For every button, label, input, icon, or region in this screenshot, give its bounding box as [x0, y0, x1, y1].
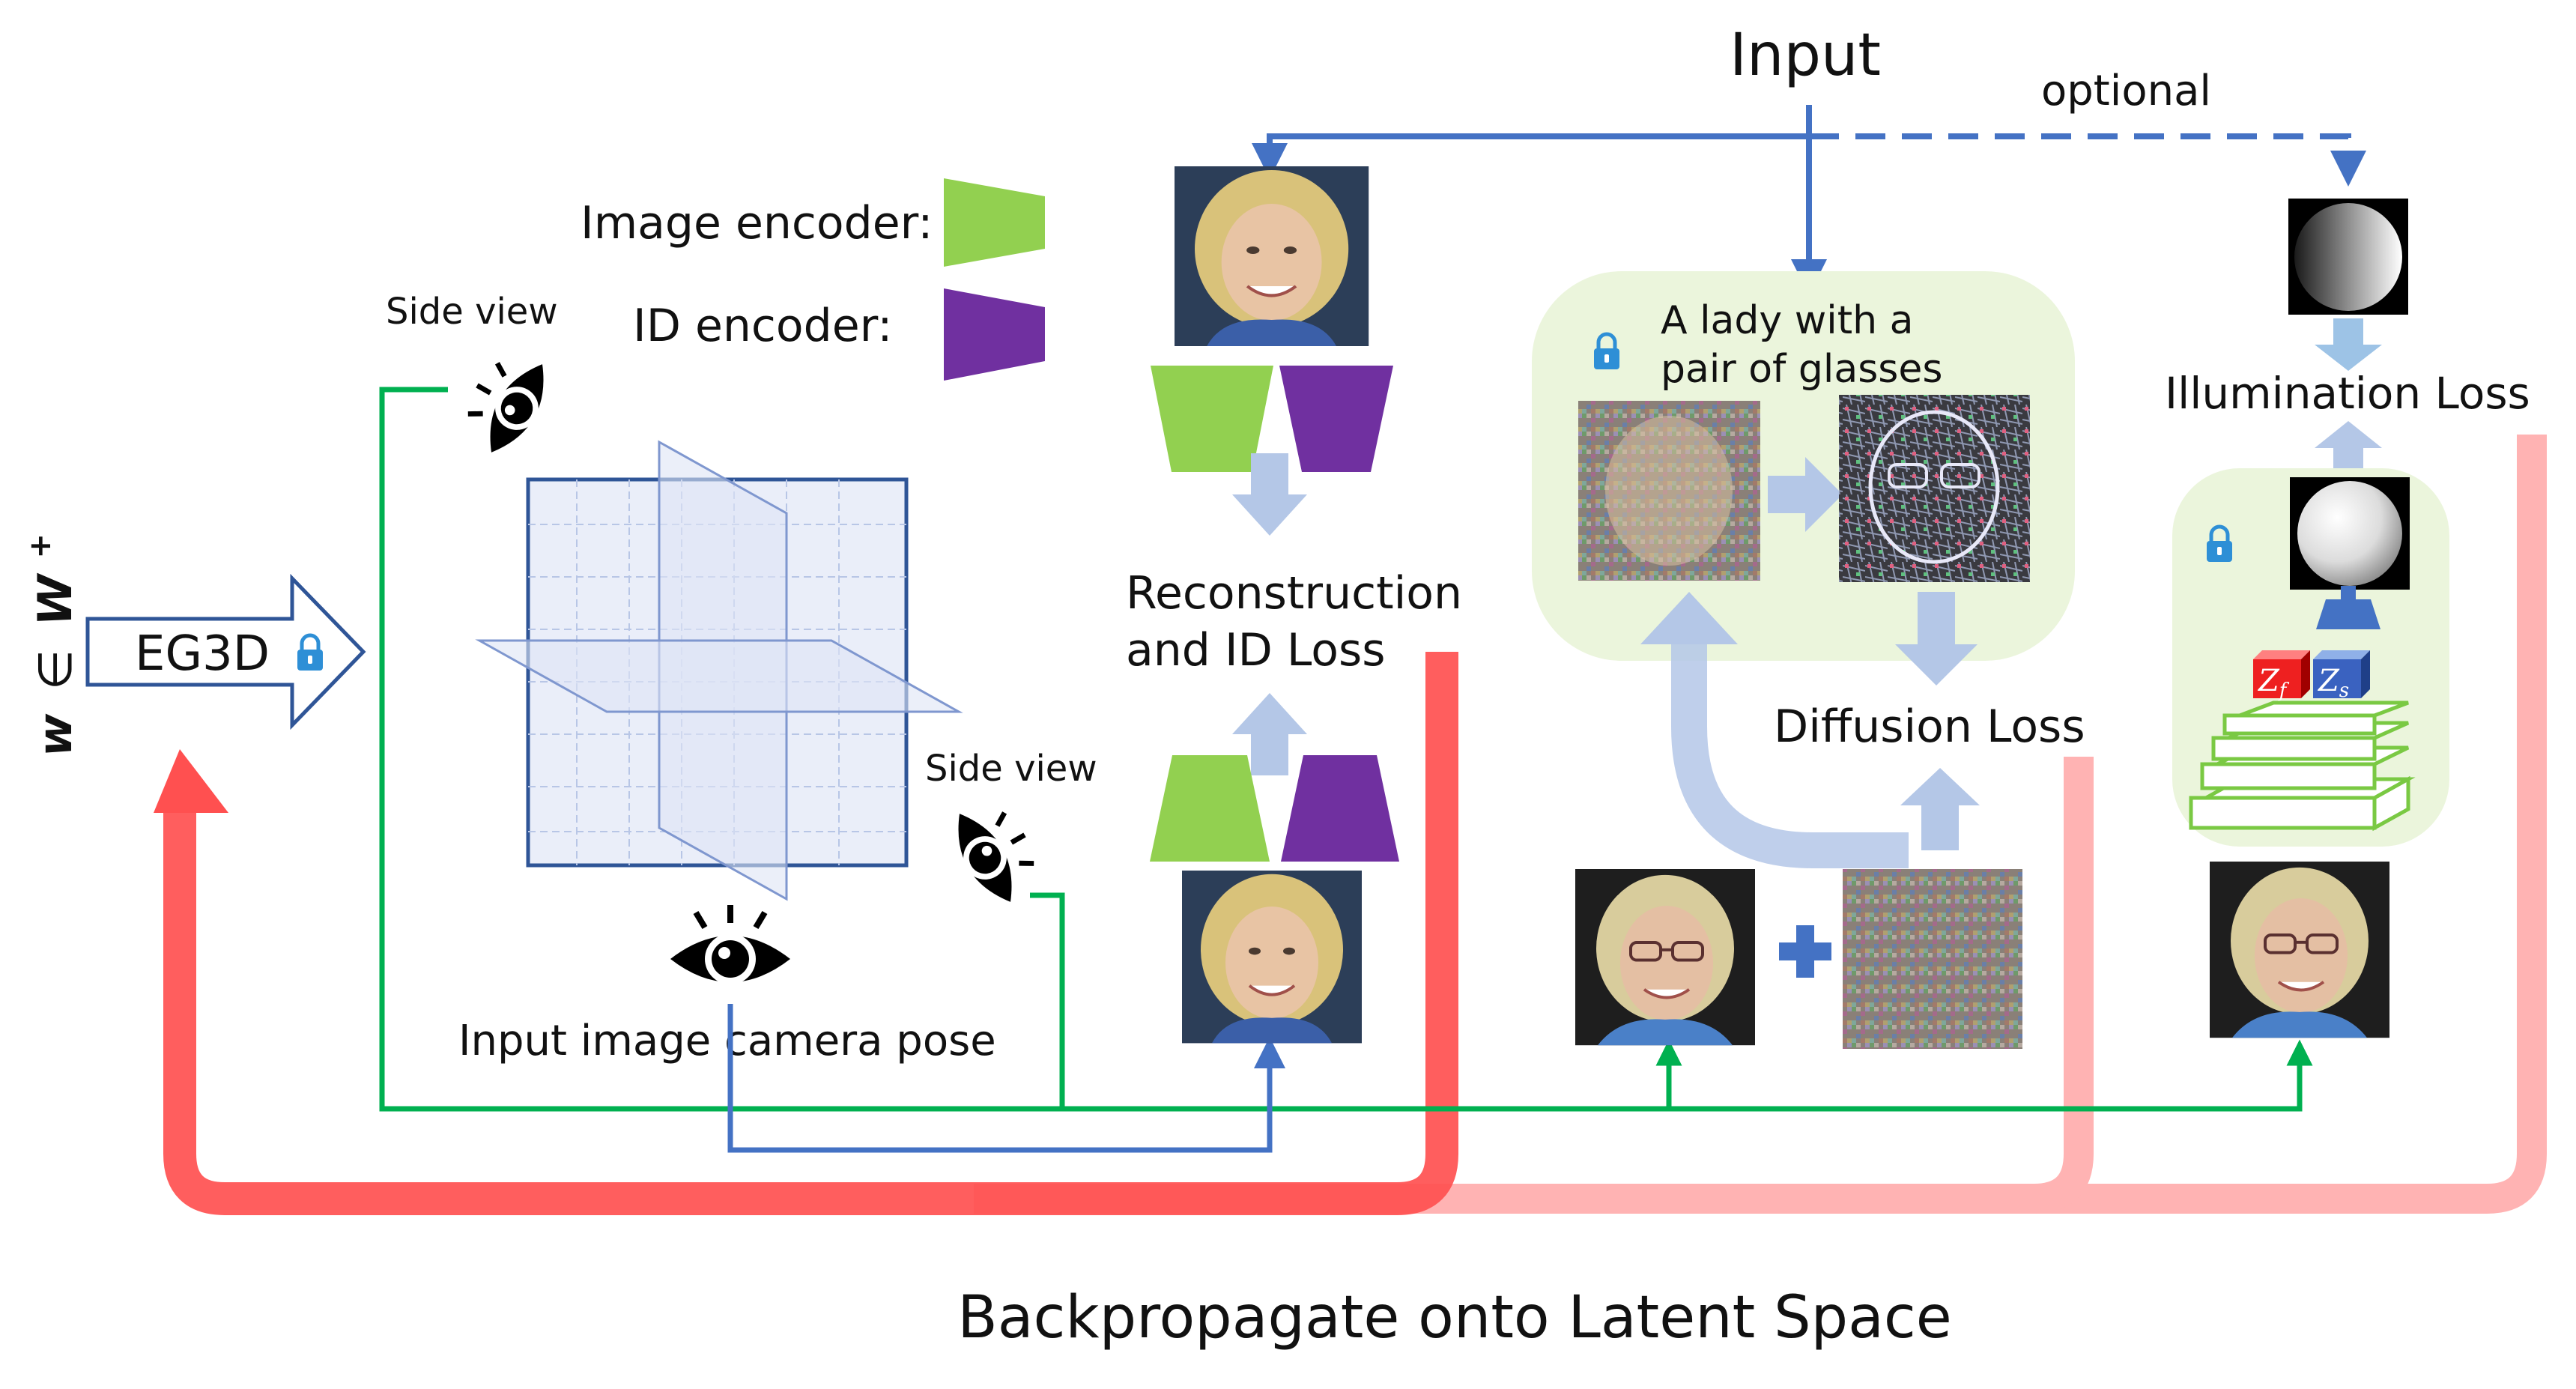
input-face-image [1175, 166, 1369, 346]
illumination-loss-label: Illumination Loss [2165, 368, 2530, 419]
bottom-image-encoder-icon [1150, 755, 1270, 862]
id-encoder-label: ID encoder: [633, 300, 892, 352]
eg3d-block-arrow [85, 573, 366, 730]
backprop-arrowhead [154, 749, 228, 813]
side-view-top-label: Side view [386, 291, 558, 333]
top-id-encoder-icon [1279, 366, 1393, 472]
input-line-optional [1809, 133, 2366, 187]
zs-cube-icon: Zs [2313, 650, 2370, 702]
bottom-id-encoder-icon [1281, 755, 1399, 862]
backprop-arrow-recon [163, 652, 1458, 1215]
gaussian-noise-image [1843, 869, 2022, 1049]
recon-arrow-up [1232, 693, 1307, 775]
svg-text:Zf: Zf [2257, 664, 2290, 702]
denoised-face-image [1839, 395, 2030, 582]
noisy-face-image [1578, 401, 1760, 581]
diffusion-arrow-down [1895, 592, 1978, 686]
input-line-left [1252, 133, 1809, 179]
backprop-caption: Backpropagate onto Latent Space [957, 1284, 1952, 1352]
backprop-arrow-illumination [1348, 435, 2547, 1214]
diffusion-loss-label: Diffusion Loss [1774, 700, 2085, 753]
backprop-arrow-diffusion [974, 757, 2094, 1214]
prompt-label-2: pair of glasses [1661, 347, 1942, 392]
prompt-label-1: A lady with a [1661, 298, 1913, 343]
top-image-encoder-icon [1151, 366, 1273, 472]
svg-text:Zs: Zs [2317, 664, 2349, 702]
image-encoder-legend-icon [944, 178, 1045, 267]
illumination-arrow-down [2315, 318, 2382, 371]
blue-pose-line [727, 1004, 1285, 1153]
green-camera-line [379, 387, 2313, 1112]
lighting-encoder-stack-icon [2189, 700, 2416, 832]
input-pose-eye-icon [670, 905, 790, 984]
eg3d-label: EG3D [135, 626, 270, 682]
image-encoder-label: Image encoder: [581, 197, 933, 249]
diffusion-loss-arrow-up [1900, 768, 1980, 850]
side-view-right-label: Side view [925, 748, 1097, 790]
predicted-shading-sphere [2290, 477, 2410, 590]
add-noise-curve-arrow [1671, 644, 1909, 868]
green-camera-line-right [1030, 892, 1065, 1109]
side-view-top-eye-icon [452, 342, 561, 464]
recon-loss-label-2: and ID Loss [1126, 624, 1386, 677]
recon-loss-label-1: Reconstruction [1126, 567, 1462, 620]
plus-icon [1779, 925, 1831, 978]
input-camera-pose-label: Input image camera pose [458, 1017, 996, 1065]
illumination-arrow-up [2315, 421, 2382, 472]
rendered-face-glasses-image [1574, 868, 1757, 1047]
add-noise-arrowhead [1640, 592, 1738, 644]
denoise-arrow-right [1768, 457, 1843, 532]
rendered-face-image [1181, 869, 1363, 1045]
triplane [475, 440, 963, 901]
latent-label: w ∈ W + [23, 533, 82, 757]
id-encoder-legend-icon [944, 288, 1045, 381]
optional-label: optional [2041, 67, 2211, 115]
zf-cube-icon: Zf [2253, 650, 2310, 702]
input-label: Input [1730, 22, 1881, 89]
illumination-input-face-image [2208, 860, 2391, 1040]
target-shading-sphere [2288, 199, 2408, 315]
recon-arrow-down [1232, 453, 1307, 536]
lighting-decoder-icon [2316, 599, 2380, 629]
